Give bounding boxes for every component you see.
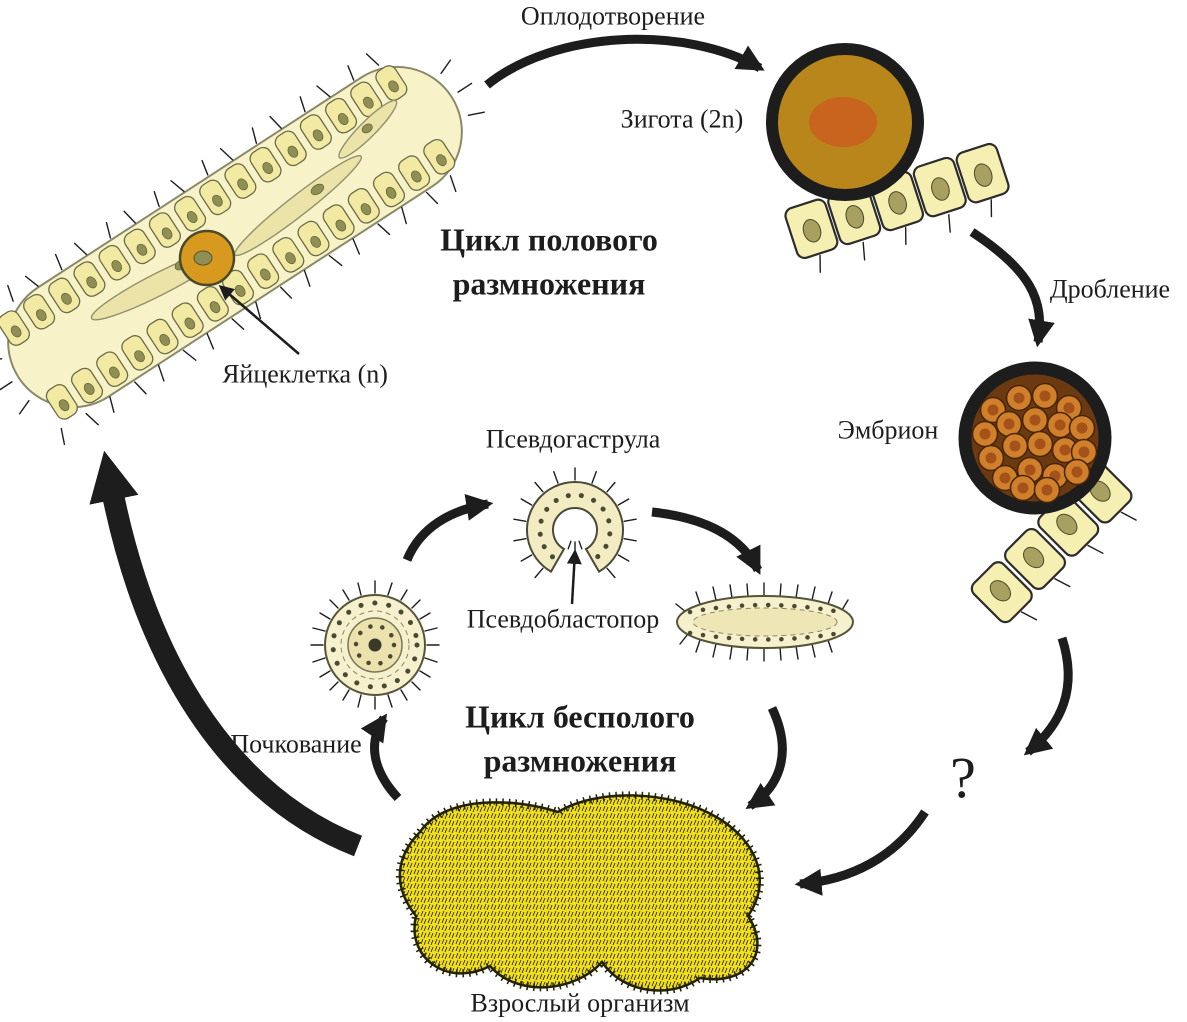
title-sexual-cycle-line1: Цикл полового [440, 221, 658, 258]
label-embryo: Эмбрион [837, 415, 939, 445]
arrow-sexual-cycle-return [89, 450, 363, 857]
embryo-illustration [958, 361, 1112, 515]
blastopore-pointer-arrow [566, 549, 582, 605]
zygote-illustration [766, 43, 924, 201]
arrow-flat-to-adult [745, 706, 787, 810]
arrow-unknown-to-adult [794, 809, 929, 896]
flat-juvenile-illustration [675, 582, 854, 662]
label-pseudoblastopore: Псевдобластопор [466, 604, 660, 634]
label-pseudogastrula: Псевдогаструла [485, 424, 661, 454]
label-adult-organism: Взрослый организм [470, 988, 690, 1018]
label-cleavage: Дробление [1049, 274, 1171, 304]
cell-chain-lower [967, 458, 1137, 627]
egg-cell-illustration [178, 229, 236, 287]
arrow-fertilization [484, 34, 765, 89]
egg-pointer-arrow [218, 285, 300, 355]
pseudogastrula-illustration [513, 467, 637, 579]
arrow-juvenile-to-gastrula [402, 494, 494, 562]
arrow-embryo-to-unknown [1023, 636, 1073, 756]
label-zygote: Зигота (2n) [620, 104, 744, 134]
adult-organism-illustration [395, 791, 764, 995]
juvenile-round-illustration [310, 580, 440, 710]
label-egg-cell: Яйцеклетка (n) [222, 359, 388, 389]
arrow-budding [360, 713, 402, 802]
title-asexual-cycle-line1: Цикл бесполого [465, 698, 695, 735]
label-fertilization: Оплодотворение [520, 1, 706, 31]
title-sexual-cycle-line2: размножения [452, 265, 646, 302]
arrow-cleavage [969, 228, 1055, 348]
label-unknown-stage: ? [950, 745, 976, 811]
cell-chain-upper [782, 140, 1012, 273]
arrow-gastrula-to-flat [651, 507, 763, 575]
title-asexual-cycle-line2: размножения [483, 742, 677, 779]
label-budding: Почкование [230, 729, 362, 759]
